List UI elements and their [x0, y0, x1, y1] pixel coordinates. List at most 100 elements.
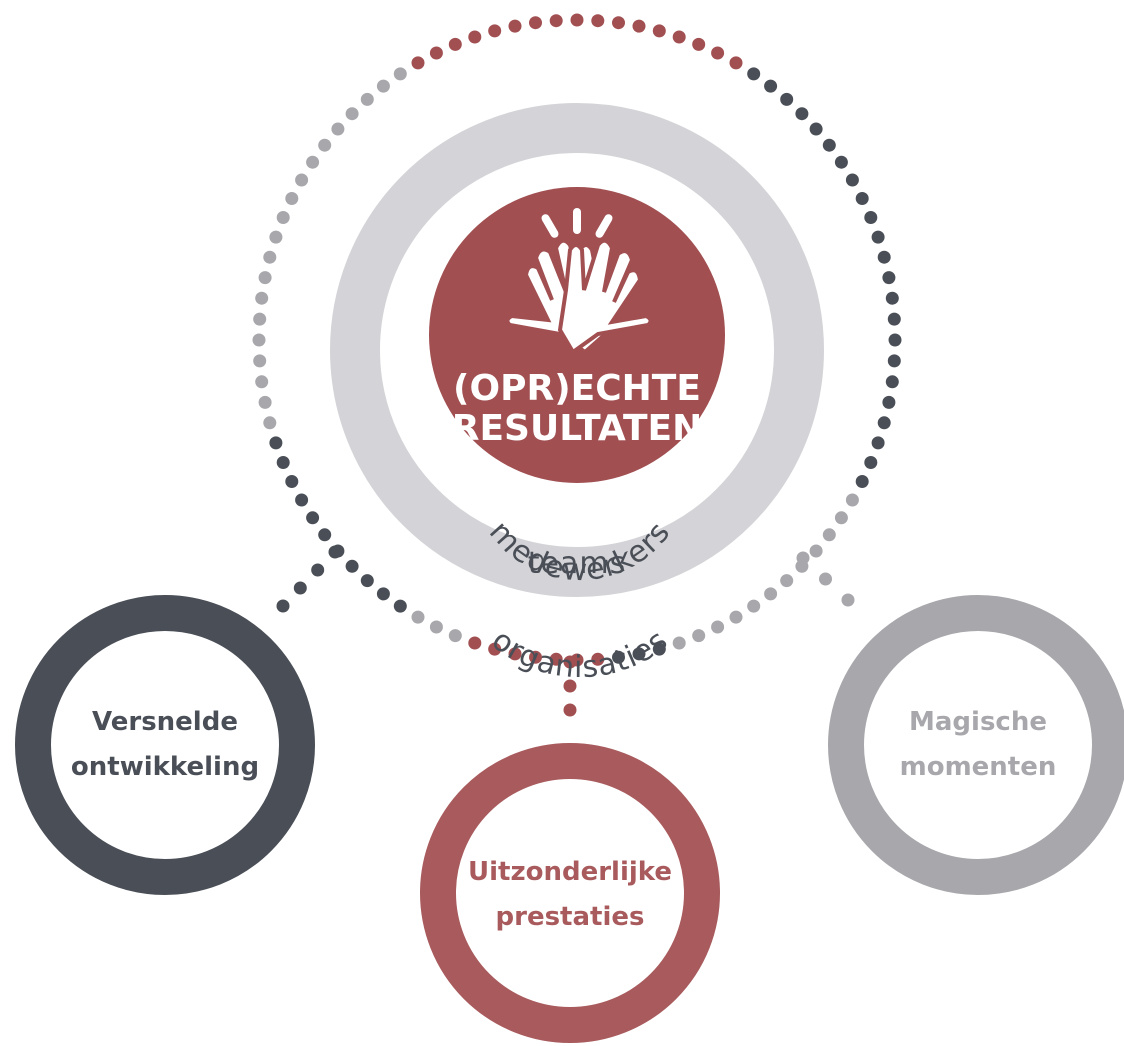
ring-dot	[468, 30, 482, 44]
ring-dot	[871, 230, 885, 244]
node-ring	[420, 743, 720, 1043]
ring-dot	[591, 14, 605, 28]
ring-dot	[747, 67, 761, 81]
ring-dot	[652, 24, 666, 38]
ring-dot	[882, 395, 896, 409]
connector-dot	[563, 703, 577, 717]
ring-dot	[549, 652, 563, 666]
ring-dot	[845, 173, 859, 187]
ring-dot	[888, 333, 902, 347]
ring-dot	[887, 354, 901, 368]
ring-dot	[448, 37, 462, 51]
ring-dot	[376, 587, 390, 601]
ring-dot	[255, 375, 269, 389]
connector-dots	[276, 545, 855, 717]
ring-dot	[855, 475, 869, 488]
ring-dot	[711, 46, 725, 60]
ring-dot	[529, 16, 542, 30]
ring-dot	[729, 610, 743, 624]
node-versnelde-ontwikkeling: Versnelde ontwikkeling	[15, 595, 315, 895]
center-title-line1: (OPR)ECHTE	[453, 368, 701, 409]
ring-dot	[269, 436, 283, 450]
connector-dot	[819, 572, 832, 586]
connector-dot	[841, 593, 855, 607]
ring-dot	[672, 30, 686, 44]
ring-dot	[877, 416, 891, 430]
ring-dot	[672, 636, 686, 650]
ring-dot	[834, 155, 848, 169]
ring-dot	[429, 46, 443, 60]
ring-dot	[448, 629, 462, 643]
ring-dot	[276, 211, 290, 224]
ring-dot	[269, 230, 283, 244]
ring-dot	[318, 528, 332, 542]
ring-dot	[345, 559, 359, 573]
ring-dot	[864, 211, 878, 224]
node-label-line1: Uitzonderlijke	[468, 857, 672, 887]
ring-dot	[258, 395, 272, 409]
ring-dot	[885, 291, 899, 305]
ring-dot	[632, 19, 646, 33]
ring-label-teams: teams	[528, 546, 626, 581]
ring-dot	[285, 475, 299, 488]
ring-dot	[468, 636, 482, 650]
ring-dot	[263, 416, 277, 430]
ring-dot	[253, 312, 267, 326]
node-ring	[828, 595, 1124, 895]
ring-dot	[360, 574, 374, 588]
ring-dot	[295, 493, 309, 507]
ring-dot	[570, 13, 584, 27]
ring-dot	[652, 642, 666, 656]
ring-dot	[822, 138, 836, 152]
ring-dot	[411, 56, 425, 70]
ring-dot	[711, 620, 725, 634]
ring-dot	[508, 19, 522, 33]
ring-dot	[871, 436, 885, 450]
ring-dot	[393, 67, 407, 81]
node-label-line2: ontwikkeling	[71, 752, 259, 782]
ring-dot	[258, 271, 272, 285]
ring-dot	[411, 610, 425, 624]
node-label-line2: prestaties	[496, 902, 645, 932]
ring-dot	[376, 79, 390, 93]
ring-dot	[306, 511, 320, 525]
ring-dot	[845, 493, 859, 507]
connector-dot	[276, 599, 290, 613]
ring-dot	[252, 333, 266, 347]
ring-dot	[393, 599, 407, 613]
ring-dot	[612, 16, 625, 30]
connector-dot	[328, 545, 342, 559]
ring-dot	[263, 250, 277, 264]
ring-dot	[318, 138, 332, 152]
connector-dot	[311, 563, 325, 577]
ring-dot	[508, 647, 522, 661]
ring-dot	[729, 56, 743, 70]
ring-dot	[764, 79, 778, 93]
ring-label-organisaties: organisaties	[485, 623, 675, 686]
ring-dot	[882, 271, 896, 285]
ring-dot	[429, 620, 443, 634]
ring-dot	[529, 650, 542, 664]
node-ring	[15, 595, 315, 895]
ring-dot	[276, 456, 290, 469]
ring-dot	[809, 544, 823, 558]
center-title-line2: RESULTATEN	[452, 408, 703, 449]
ring-dot	[632, 647, 646, 661]
teams-ring	[330, 103, 824, 597]
ring-dot	[834, 511, 848, 525]
connector-dot	[563, 679, 577, 693]
ring-dot	[864, 456, 878, 469]
ring-dot	[295, 173, 309, 187]
ring-dot	[822, 528, 836, 542]
ring-dot	[809, 122, 823, 136]
node-label-line1: Magische	[909, 707, 1047, 737]
ring-dot	[285, 192, 299, 205]
connector-dot	[293, 581, 307, 595]
node-label-line2: momenten	[900, 752, 1057, 782]
ring-dot	[692, 629, 706, 643]
organisaties-dotted-ring	[252, 13, 902, 667]
node-uitzonderlijke-prestaties: Uitzonderlijke prestaties	[420, 743, 720, 1043]
connector-dot	[563, 655, 577, 669]
ring-dot	[887, 312, 901, 326]
